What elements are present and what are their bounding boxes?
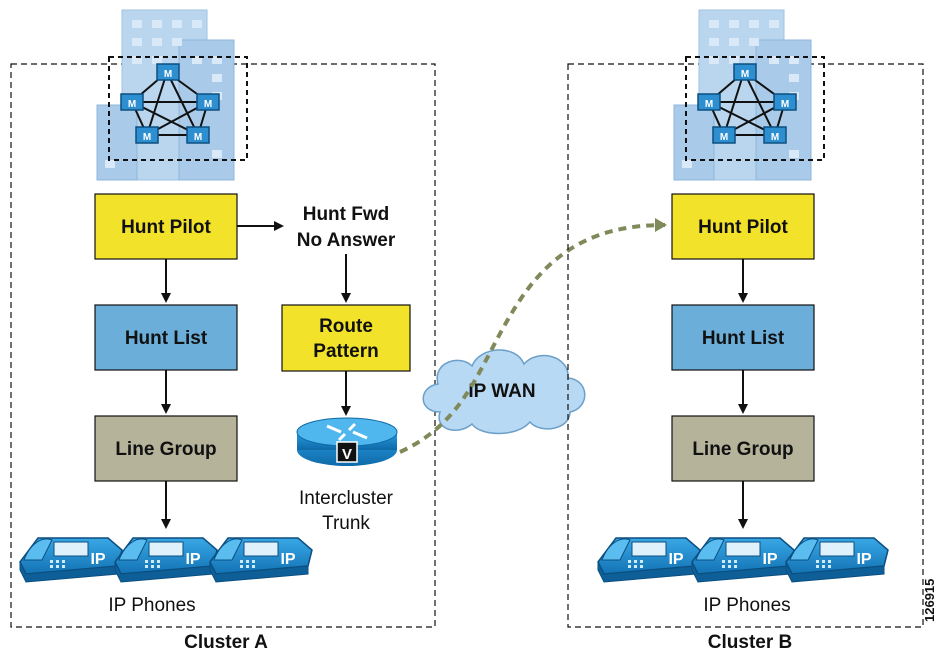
server-badge-text: M bbox=[204, 99, 212, 110]
ip-phone-icon: IP bbox=[114, 537, 218, 583]
server-badge-text: M bbox=[771, 132, 779, 143]
cluster-a-hunt-pilot: Hunt Pilot bbox=[94, 193, 238, 260]
cluster-a-hunt-pilot-label: Hunt Pilot bbox=[121, 217, 211, 238]
cluster-b-line-group-label: Line Group bbox=[692, 439, 793, 460]
wan-call-path bbox=[399, 218, 667, 454]
trunk-label-line1: Intercluster bbox=[299, 488, 394, 509]
cluster-b-ip-phones: IP IP IP bbox=[597, 537, 889, 583]
ip-wan-cloud-icon: IP WAN bbox=[422, 349, 586, 435]
cluster-a-server-building-icon: M M M M M bbox=[96, 9, 248, 181]
ip-phone-icon: IP bbox=[209, 537, 313, 583]
cluster-a-phones-label: IP Phones bbox=[108, 595, 195, 616]
cluster-b-hunt-list-label: Hunt List bbox=[702, 328, 785, 349]
cluster-b-label: Cluster B bbox=[708, 632, 792, 653]
server-badge-text: M bbox=[194, 132, 202, 143]
hunt-fwd-label-line2: No Answer bbox=[297, 230, 396, 251]
ip-phone-badge: IP bbox=[668, 551, 683, 568]
ip-phone-icon: IP bbox=[785, 537, 889, 583]
router-icon: V bbox=[295, 416, 399, 468]
cluster-b-boundary bbox=[567, 63, 924, 628]
trunk-label-line2: Trunk bbox=[322, 513, 370, 534]
hunt-fwd-label-line1: Hunt Fwd bbox=[303, 204, 390, 225]
cluster-a-label: Cluster A bbox=[184, 632, 268, 653]
ip-phone-icon: IP bbox=[597, 537, 701, 583]
cluster-a-ip-phones: IP IP IP bbox=[19, 537, 313, 583]
cluster-b-phones-label: IP Phones bbox=[703, 595, 790, 616]
route-pattern: Route Pattern bbox=[281, 304, 411, 372]
server-badge-text: M bbox=[128, 99, 136, 110]
cluster-a-hunt-list: Hunt List bbox=[94, 304, 238, 371]
server-badge-text: M bbox=[741, 69, 749, 80]
wan-label: IP WAN bbox=[468, 381, 535, 402]
cluster-b-hunt-pilot-label: Hunt Pilot bbox=[698, 217, 788, 238]
server-badge-text: M bbox=[143, 132, 151, 143]
route-pattern-label-line2: Pattern bbox=[313, 341, 378, 362]
ip-phone-badge: IP bbox=[185, 551, 200, 568]
server-badge-text: M bbox=[720, 132, 728, 143]
server-badge-text: M bbox=[705, 99, 713, 110]
ip-phone-badge: IP bbox=[762, 551, 777, 568]
figure-id: 126915 bbox=[922, 579, 937, 622]
ip-phone-badge: IP bbox=[856, 551, 871, 568]
cluster-b-hunt-pilot: Hunt Pilot bbox=[671, 193, 815, 260]
ip-phone-icon: IP bbox=[19, 537, 123, 583]
cluster-b-hunt-list: Hunt List bbox=[671, 304, 815, 371]
cluster-b-server-building-icon: M M M M M bbox=[673, 9, 825, 181]
router-badge: V bbox=[342, 446, 352, 463]
cluster-a-line-group: Line Group bbox=[94, 415, 238, 482]
ip-phone-badge: IP bbox=[280, 551, 295, 568]
cluster-a-line-group-label: Line Group bbox=[115, 439, 216, 460]
cluster-a-hunt-list-label: Hunt List bbox=[125, 328, 208, 349]
ip-phone-icon: IP bbox=[691, 537, 795, 583]
ip-phone-badge: IP bbox=[90, 551, 105, 568]
server-badge-text: M bbox=[781, 99, 789, 110]
server-badge-text: M bbox=[164, 69, 172, 80]
cluster-b-line-group: Line Group bbox=[671, 415, 815, 482]
route-pattern-label-line1: Route bbox=[319, 316, 373, 337]
